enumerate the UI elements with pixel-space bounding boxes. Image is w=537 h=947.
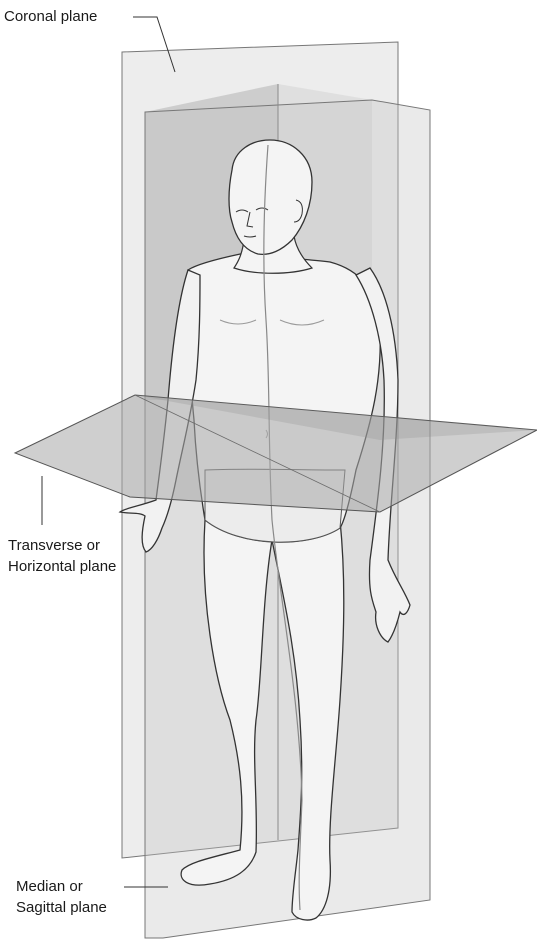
median-label-line2: Sagittal plane bbox=[16, 897, 107, 918]
coronal-label-text: Coronal plane bbox=[4, 6, 97, 27]
median-label-line1: Median or bbox=[16, 876, 107, 897]
transverse-plane bbox=[15, 395, 537, 512]
coronal-plane-label: Coronal plane bbox=[4, 6, 97, 27]
transverse-label-line2: Horizontal plane bbox=[8, 556, 116, 577]
median-plane-label: Median or Sagittal plane bbox=[16, 876, 107, 918]
transverse-plane-label: Transverse or Horizontal plane bbox=[8, 535, 116, 577]
transverse-label-line1: Transverse or bbox=[8, 535, 116, 556]
